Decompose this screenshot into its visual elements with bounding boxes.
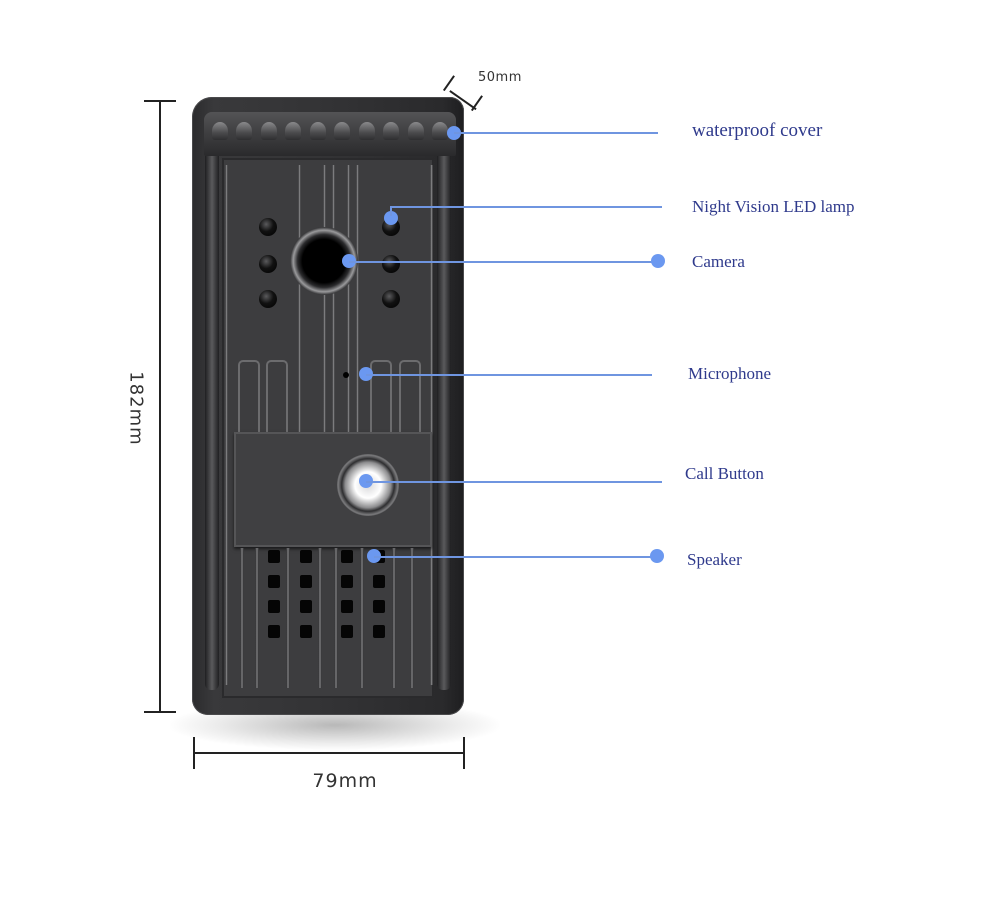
callout-label-speaker: Speaker: [687, 550, 742, 569]
ir-led: [259, 255, 277, 273]
hood-ridge: [334, 122, 351, 140]
callout-leader-line: [366, 481, 662, 483]
hood-ridge: [260, 122, 277, 140]
callout-leader-line: [454, 132, 658, 134]
callout-leader-line: [390, 206, 662, 208]
speaker-hole: [300, 550, 312, 563]
speaker-hole: [373, 625, 385, 638]
width-dimension-line: [193, 752, 464, 754]
depth-dimension-tick-b: [470, 95, 483, 111]
faceplate-slot: [370, 360, 392, 432]
callout-leader-line: [374, 556, 658, 558]
call-button-plate: [234, 432, 432, 547]
hood-ridge: [383, 122, 400, 140]
width-dimension-right-tick: [463, 737, 465, 769]
callout-end-dot: [651, 254, 665, 268]
faceplate-groove: [332, 165, 335, 435]
speaker-hole: [268, 600, 280, 613]
speaker-hole: [341, 625, 353, 638]
speaker-fin: [286, 548, 290, 688]
speaker-hole: [268, 550, 280, 563]
faceplate-slot: [238, 360, 260, 432]
height-dimension-line: [159, 100, 161, 712]
speaker-hole: [300, 575, 312, 588]
speaker-fin: [410, 548, 414, 688]
speaker-hole: [373, 575, 385, 588]
speaker-hole: [268, 575, 280, 588]
hood-ridges: [212, 122, 448, 142]
speaker-fin: [392, 548, 396, 688]
speaker-hole: [268, 625, 280, 638]
speaker-fin: [240, 548, 244, 688]
ir-led: [259, 218, 277, 236]
callout-label-microphone: Microphone: [688, 364, 772, 383]
speaker-fin: [360, 548, 364, 688]
hood-ridge: [407, 122, 424, 140]
hood-ridge: [431, 122, 448, 140]
callout-leader-vertical: [390, 206, 392, 216]
callout-leader-line: [366, 374, 652, 376]
speaker-hole: [373, 600, 385, 613]
faceplate-groove: [225, 165, 228, 685]
speaker-hole: [300, 625, 312, 638]
speaker-hole: [341, 600, 353, 613]
faceplate-groove: [323, 165, 326, 435]
hood-ridge: [212, 122, 228, 140]
callout-label-night-vision-led: Night Vision LED lamp: [692, 197, 855, 216]
faceplate-groove: [430, 165, 433, 685]
height-dimension-bottom-tick: [144, 711, 176, 713]
faceplate-groove: [347, 165, 350, 435]
callout-label-waterproof-cover: waterproof cover: [692, 120, 823, 141]
right-side-rail: [437, 150, 451, 690]
hood-ridge: [285, 122, 302, 140]
hood-ridge: [358, 122, 375, 140]
height-dimension-label: 182mm: [125, 371, 147, 446]
callout-dot: [384, 211, 398, 225]
speaker-hole: [341, 550, 353, 563]
speaker-hole: [341, 575, 353, 588]
width-dimension-label: 79mm: [312, 770, 378, 792]
waterproof-cover-hood: [204, 112, 456, 156]
ir-led: [382, 290, 400, 308]
faceplate-groove: [356, 165, 359, 435]
faceplate-slot: [399, 360, 421, 432]
left-side-rail: [205, 150, 219, 690]
ir-led: [259, 290, 277, 308]
speaker-hole: [300, 600, 312, 613]
faceplate-groove: [298, 165, 301, 435]
callout-leader-line: [349, 261, 659, 263]
faceplate-slot: [266, 360, 288, 432]
ir-led: [382, 255, 400, 273]
microphone-hole: [343, 372, 349, 378]
callout-end-dot: [650, 549, 664, 563]
callout-label-call-button: Call Button: [685, 464, 764, 483]
hood-ridge: [309, 122, 326, 140]
speaker-fin: [334, 548, 338, 688]
depth-dimension-tick-a: [442, 75, 455, 91]
speaker-fin: [318, 548, 322, 688]
speaker-fin: [255, 548, 259, 688]
depth-dimension-label: 50mm: [478, 70, 522, 85]
hood-ridge: [236, 122, 253, 140]
callout-label-camera: Camera: [692, 252, 745, 271]
